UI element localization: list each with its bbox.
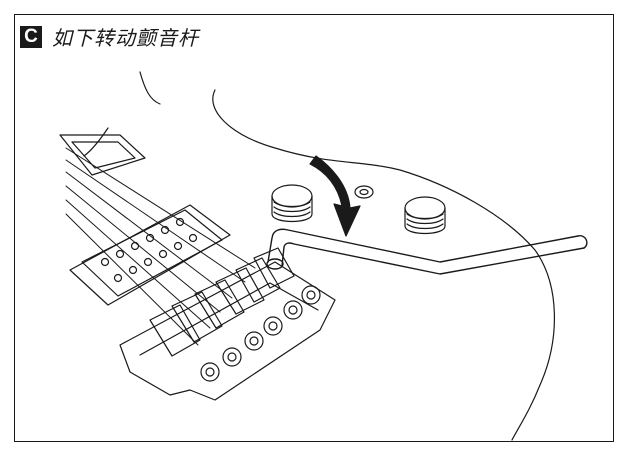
- switch: [354, 185, 374, 199]
- instruction-panel: [14, 14, 614, 442]
- knob-right: [404, 196, 446, 235]
- guitar-body-outline: [83, 71, 556, 441]
- section-badge: C: [20, 25, 42, 48]
- tremolo-bridge: [119, 247, 336, 401]
- pickup-neck: [59, 134, 146, 176]
- section-header: C 如下转动颤音杆: [20, 22, 199, 51]
- knob-left: [271, 184, 313, 223]
- pickup-pole-pieces: [100, 217, 198, 283]
- tremolo-arm-icon: [266, 228, 588, 275]
- pickup-bridge: [69, 204, 231, 306]
- rotation-arrow-icon: [309, 155, 361, 237]
- bridge-saddles: [149, 247, 295, 357]
- strings: [65, 147, 256, 346]
- section-title: 如下转动颤音杆: [52, 26, 199, 50]
- fine-tuners: [200, 285, 321, 382]
